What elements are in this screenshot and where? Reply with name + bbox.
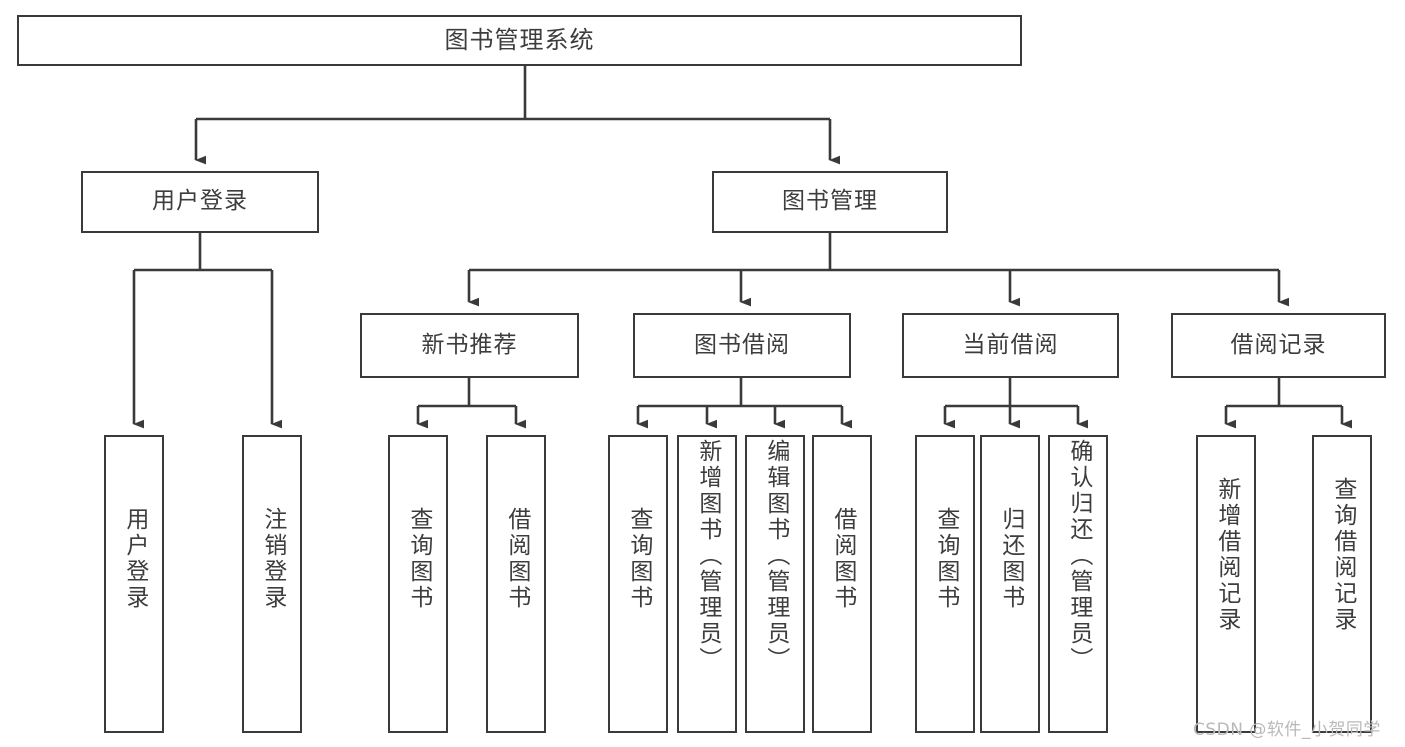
leaf-confirm-return-admin[interactable]: 确认归还（管理员） [1048, 435, 1108, 733]
leaf-add-borrow-record[interactable]: 新增借阅记录 [1196, 435, 1256, 733]
node-book-management[interactable]: 图书管理 [712, 171, 948, 233]
node-current-borrow[interactable]: 当前借阅 [902, 313, 1119, 378]
leaf-label: 借阅图书 [503, 507, 530, 611]
leaf-label: 注销登录 [259, 507, 286, 611]
node-root-system[interactable]: 图书管理系统 [17, 15, 1022, 66]
leaf-label: 查询图书 [405, 507, 432, 611]
leaf-user-logout[interactable]: 注销登录 [242, 435, 302, 733]
node-borrow-record[interactable]: 借阅记录 [1171, 313, 1386, 378]
node-user-login[interactable]: 用户登录 [81, 171, 319, 233]
leaf-label: 确认归还（管理员） [1065, 439, 1092, 673]
leaf-label: 查询借阅记录 [1329, 477, 1356, 633]
leaf-label: 归还图书 [997, 507, 1024, 611]
leaf-label: 查询图书 [932, 507, 959, 611]
leaf-label: 新增图书（管理员） [694, 439, 721, 673]
leaf-label: 用户登录 [121, 507, 148, 611]
leaf-query-borrow-record[interactable]: 查询借阅记录 [1312, 435, 1372, 733]
leaf-query-book-recommend[interactable]: 查询图书 [388, 435, 448, 733]
csdn-watermark: CSDN @软件_小贺同学 [1193, 720, 1381, 740]
node-new-book-recommend[interactable]: 新书推荐 [360, 313, 579, 378]
leaf-label: 编辑图书（管理员） [762, 439, 789, 673]
leaf-return-book[interactable]: 归还图书 [980, 435, 1040, 733]
leaf-label: 新增借阅记录 [1213, 477, 1240, 633]
leaf-borrow-book[interactable]: 借阅图书 [812, 435, 872, 733]
leaf-query-book-current[interactable]: 查询图书 [915, 435, 975, 733]
leaf-label: 查询图书 [625, 507, 652, 611]
leaf-add-book-admin[interactable]: 新增图书（管理员） [677, 435, 737, 733]
leaf-borrow-book-recommend[interactable]: 借阅图书 [486, 435, 546, 733]
leaf-edit-book-admin[interactable]: 编辑图书（管理员） [745, 435, 805, 733]
leaf-label: 借阅图书 [829, 507, 856, 611]
node-book-borrow[interactable]: 图书借阅 [633, 313, 851, 378]
leaf-query-book-borrow[interactable]: 查询图书 [608, 435, 668, 733]
leaf-user-login[interactable]: 用户登录 [104, 435, 164, 733]
